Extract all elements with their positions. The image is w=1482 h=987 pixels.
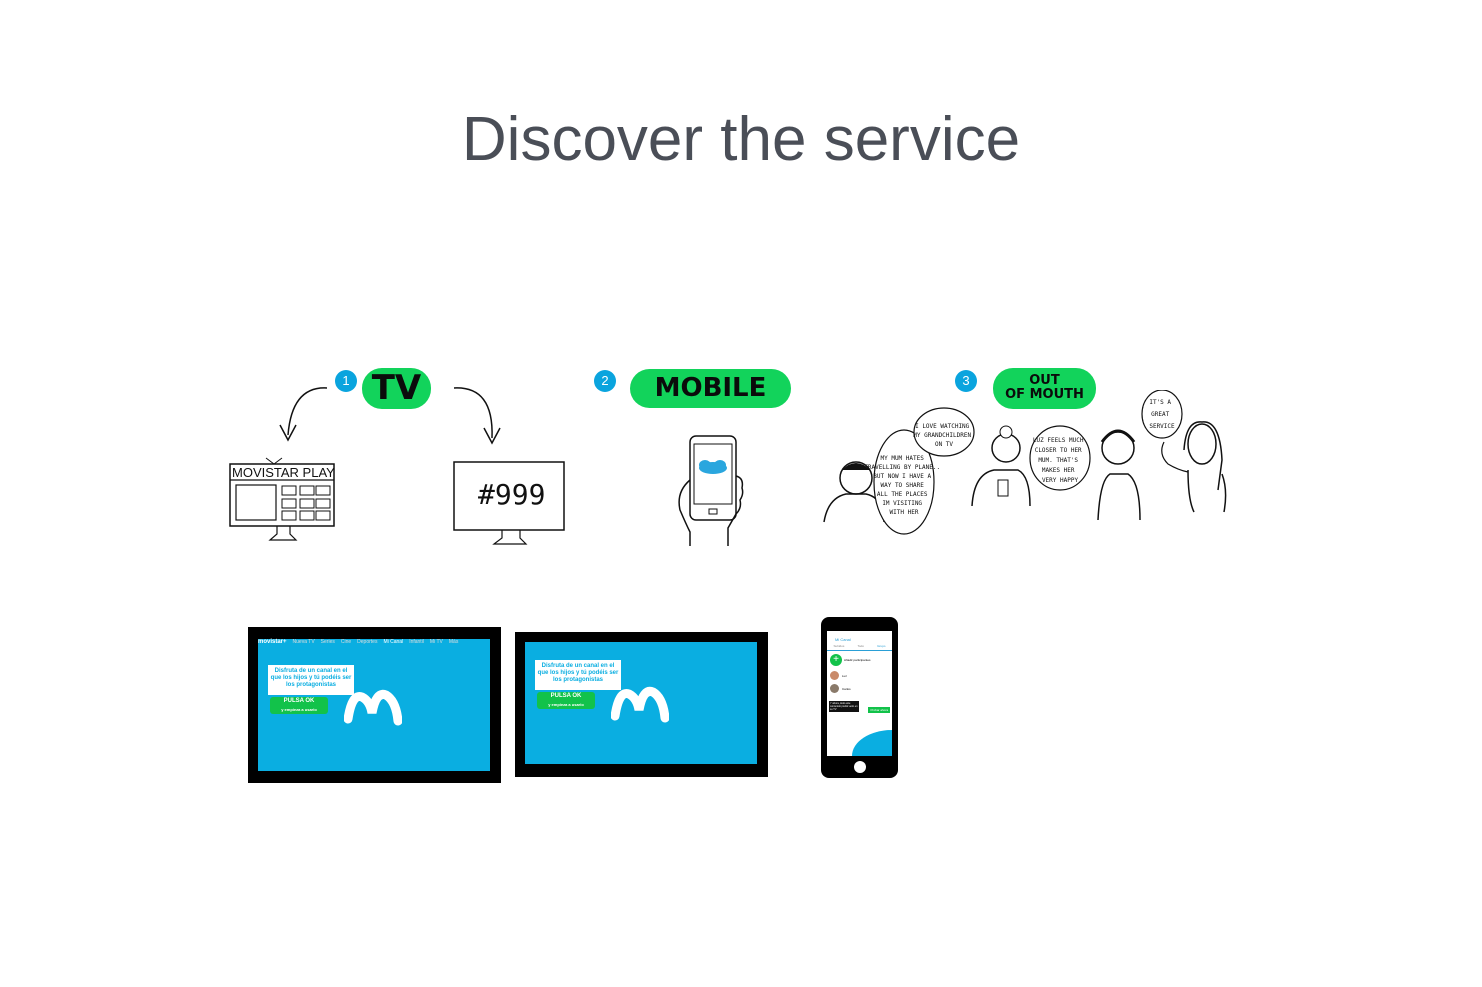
bubble3-line5: VERY HAPPY	[1042, 477, 1079, 484]
phone-add-row: + Añadir participantes	[827, 651, 892, 669]
step-1-number: 1	[335, 370, 357, 392]
bubble1-line4: WAY TO SHARE	[881, 482, 925, 489]
step-3-label: OUT OF MOUTH	[993, 368, 1096, 409]
tv2-ok-button-sub: y empieza a usarlo	[548, 702, 584, 707]
tv1-nav-1: Nueva TV	[292, 639, 315, 645]
tv2-ok-button-label: PULSA OK	[550, 693, 582, 699]
avatar	[830, 684, 839, 693]
bubble4-line1: IT'S A	[1149, 399, 1171, 406]
phone-tabs: Subidos Todo Grupo	[827, 644, 892, 651]
tv1-ok-button: PULSA OK y empieza a usarlo	[270, 697, 328, 714]
tv1-topbar: movistar+ Nueva TV Series Cine Deportes …	[258, 635, 491, 649]
phone-tooltip: Y ahora, todo este contenido podrá verlo…	[829, 701, 859, 712]
step-3-label-line1: OUT	[1029, 373, 1060, 388]
bubble1-line1: MY MUM HATES	[881, 455, 925, 462]
tv-screenshot-1: movistar+ Nueva TV Series Cine Deportes …	[248, 627, 501, 783]
bubble1-line2: TRAVELLING BY PLANE..	[864, 464, 940, 471]
tv-flow-sketch: MOVISTAR PLAY #999	[222, 380, 582, 550]
step-3-number: 3	[955, 370, 977, 392]
tv1-ok-button-label: PULSA OK	[283, 698, 315, 704]
page-title: Discover the service	[461, 105, 1021, 174]
phone-header: Mi Canal	[835, 637, 851, 642]
tv1-brand: movistar+	[258, 639, 287, 645]
movistar-logo-icon	[343, 685, 403, 732]
svg-text:MY MUM HATES TRAVELLING: MY MUM HATES TRAVELLING BY PLANE.. BUT N…	[864, 455, 943, 516]
bubble3-line1: LUZ FEELS MUCH	[1033, 437, 1084, 444]
phone-add-label: Añadir participantes	[844, 658, 871, 662]
svg-text:IT'S A GREAT SERVI: IT'S A GREAT SERVICE	[1149, 399, 1175, 430]
tv1-nav-3: Cine	[340, 639, 352, 645]
phone-cta: Probar ahora	[868, 707, 890, 713]
movistar-logo-icon	[610, 682, 670, 729]
phone-screenshot: Mi Canal Subidos Todo Grupo + Añadir par…	[821, 617, 898, 778]
bubble1-line6: IM VISITING	[882, 500, 922, 507]
step-3-label-line2: OF MOUTH	[1005, 387, 1084, 402]
bubble3-line2: CLOSER TO HER	[1035, 447, 1082, 454]
bubble1-line7: WITH HER	[890, 509, 919, 516]
avatar	[830, 671, 839, 680]
bubble1-line3: BUT NOW I HAVE A	[873, 473, 931, 480]
step-2-number: 2	[594, 370, 616, 392]
tv2-promo-text: Disfruta de un canal en el que los hijos…	[535, 660, 621, 690]
tv1-nav-6: Infantil	[409, 639, 424, 645]
phone-contact-2: Carlos	[827, 682, 892, 695]
bubble2-line2: MY GRANDCHILDREN	[913, 432, 971, 439]
add-icon: +	[830, 654, 842, 666]
bubble3-line4: MAKES HER	[1042, 467, 1075, 474]
phone-wave	[852, 730, 892, 756]
tv-right-label: #999	[478, 478, 545, 511]
hand-phone-sketch	[672, 432, 752, 550]
bubble4-line2: GREAT	[1151, 411, 1169, 418]
tv2-ok-button: PULSA OK y empieza a usarlo	[537, 692, 595, 709]
people-sketch: MY MUM HATES TRAVELLING BY PLANE.. BUT N…	[818, 390, 1238, 540]
tv1-nav-4: Deportes	[357, 639, 378, 645]
tv1-nav-8: Más	[448, 639, 459, 645]
tv1-nav-7: Mi TV	[429, 639, 443, 645]
home-button-icon	[853, 761, 866, 773]
bubble4-line3: SERVICE	[1149, 423, 1175, 430]
tv1-promo-text: Disfruta de un canal en el que los hijos…	[268, 665, 354, 695]
step-1-label: TV	[362, 368, 431, 409]
phone-contact-1: Luz	[827, 669, 892, 682]
svg-text:LUZ FEELS MUCH CLOSER TO: LUZ FEELS MUCH CLOSER TO HER MUM. THAT'S…	[1033, 437, 1087, 484]
phone-contact-2-name: Carlos	[842, 686, 851, 691]
phone-tab-3: Grupo	[877, 644, 886, 648]
phone-screen: Mi Canal Subidos Todo Grupo + Añadir par…	[827, 631, 892, 756]
bubble3-line3: MUM. THAT'S	[1038, 457, 1078, 464]
tv1-nav-2: Series	[320, 639, 335, 645]
bubble2-line3: ON TV	[935, 441, 953, 448]
bubble2-line1: I LOVE WATCHING	[915, 423, 970, 430]
phone-contact-1-name: Luz	[842, 673, 847, 678]
svg-text:I LOVE WATCHING MY GRAND: I LOVE WATCHING MY GRANDCHILDREN ON TV	[913, 423, 974, 448]
phone-tab-2: Todo	[857, 644, 864, 648]
phone-tab-1: Subidos	[833, 644, 845, 648]
tv-screenshot-2: Disfruta de un canal en el que los hijos…	[515, 632, 768, 777]
tv1-ok-button-sub: y empieza a usarlo	[281, 707, 317, 712]
tv1-nav-5: Mi Canal	[383, 639, 404, 645]
tv-left-label: MOVISTAR PLAY	[232, 465, 335, 480]
bubble1-line5: ALL THE PLACES	[877, 491, 928, 498]
step-2-label: MOBILE	[630, 369, 791, 408]
